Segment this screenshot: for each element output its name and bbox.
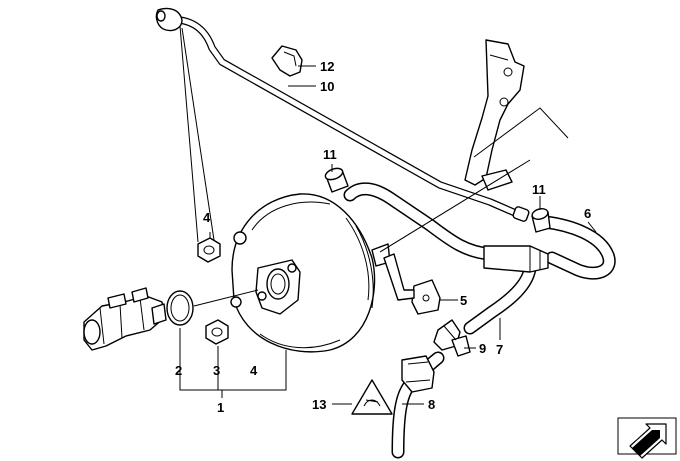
arrow-corner-icon bbox=[617, 417, 677, 459]
callout-2: 2 bbox=[175, 363, 182, 378]
check-valve bbox=[433, 319, 471, 357]
callout-13: 13 bbox=[312, 397, 326, 412]
brake-pedal bbox=[464, 39, 569, 191]
hose-bracket bbox=[383, 253, 441, 315]
callout-10: 10 bbox=[320, 79, 334, 94]
callout-3: 3 bbox=[213, 363, 220, 378]
brake-booster bbox=[230, 159, 531, 353]
callout-12: 12 bbox=[320, 59, 334, 74]
callout-1: 1 bbox=[217, 400, 224, 415]
hose-sleeves bbox=[324, 167, 551, 233]
callout-11: 11 bbox=[532, 182, 546, 197]
master-cylinder bbox=[83, 287, 167, 351]
hex-nuts bbox=[197, 237, 229, 345]
callout-8: 8 bbox=[428, 397, 435, 412]
callout-6: 6 bbox=[584, 206, 591, 221]
vacuum-hoses bbox=[343, 182, 616, 335]
callout-11: 11 bbox=[323, 147, 337, 162]
warning-triangle-icon bbox=[351, 379, 393, 415]
leader-lines bbox=[179, 25, 597, 405]
callout-4: 4 bbox=[203, 210, 211, 225]
o-ring bbox=[166, 289, 259, 326]
pipe-clip bbox=[271, 45, 303, 77]
callout-7: 7 bbox=[496, 342, 503, 357]
callout-labels: 1 2 3 4 4 5 6 7 8 9 10 11 11 12 13 bbox=[175, 59, 591, 415]
callout-4: 4 bbox=[250, 363, 258, 378]
lower-hose bbox=[391, 351, 445, 459]
callout-5: 5 bbox=[460, 293, 467, 308]
vacuum-pipe bbox=[155, 7, 530, 222]
callout-9: 9 bbox=[479, 341, 486, 356]
